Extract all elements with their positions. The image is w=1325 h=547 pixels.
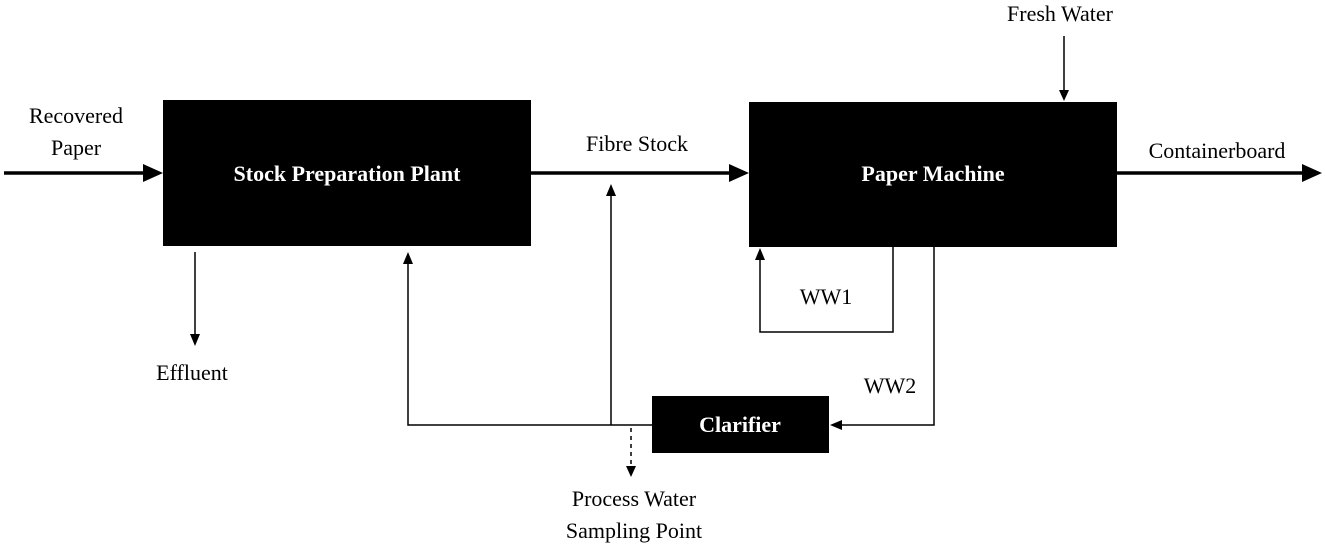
clarifier-node: Clarifier — [652, 396, 829, 453]
clarifier-box — [652, 396, 829, 453]
fibre-stock-label: Fibre Stock — [586, 131, 688, 156]
ww2-label: WW2 — [864, 373, 917, 398]
sampling-point-arrow — [626, 428, 636, 477]
recovered-paper-arrow — [4, 164, 163, 182]
sampling-point-label-line2: Sampling Point — [566, 518, 702, 543]
stock-preparation-plant-node: Stock Preparation Plant — [163, 100, 531, 246]
recovered-paper-label-line2: Paper — [51, 135, 102, 160]
fibre-stock-arrow — [531, 164, 749, 182]
sampling-point-label-line1: Process Water — [572, 486, 697, 511]
containerboard-label: Containerboard — [1149, 138, 1286, 163]
ww2-line — [830, 247, 935, 430]
effluent-arrow — [190, 252, 200, 346]
effluent-label: Effluent — [156, 360, 228, 385]
return-to-stock-prep — [403, 252, 652, 426]
stock-preparation-plant-label: Stock Preparation Plant — [234, 161, 462, 186]
clarifier-label: Clarifier — [699, 412, 781, 437]
ww1-loop — [755, 247, 894, 333]
return-to-fibre-stock — [606, 184, 616, 425]
containerboard-arrow — [1117, 164, 1322, 182]
stock-preparation-plant-box — [163, 100, 531, 246]
ww1-label: WW1 — [800, 284, 853, 309]
paper-machine-node: Paper Machine — [749, 102, 1117, 247]
fresh-water-label: Fresh Water — [1007, 1, 1114, 26]
paper-machine-label: Paper Machine — [861, 161, 1004, 186]
recovered-paper-label-line1: Recovered — [29, 103, 123, 128]
fresh-water-arrow — [1059, 36, 1069, 101]
paper-machine-box — [749, 102, 1117, 247]
